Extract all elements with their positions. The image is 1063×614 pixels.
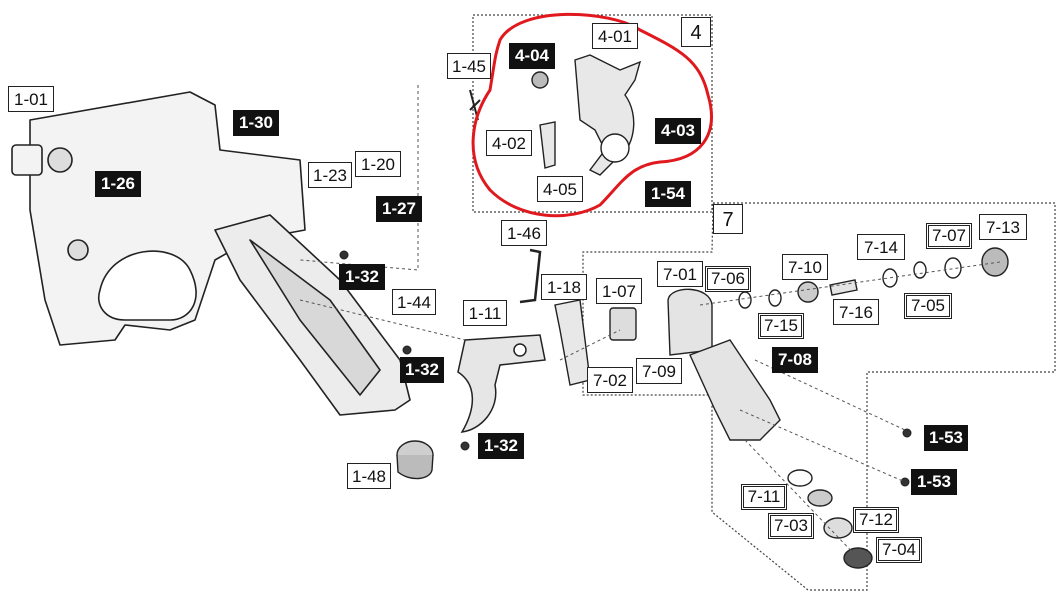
- hammer-assembly: [469, 54, 642, 176]
- grip-cap: [396, 440, 434, 480]
- part-label-7-14: 7-14: [857, 234, 905, 260]
- trigger-bar-part: [519, 248, 542, 304]
- part-label-7-02: 7-02: [587, 367, 633, 393]
- part-label-7-08: 7-08: [772, 347, 818, 373]
- part-label-1-30: 1-30: [233, 110, 279, 136]
- frame-body: [11, 91, 306, 346]
- part-label-7-12: 7-12: [853, 507, 899, 533]
- part-label-7-06: 7-06: [705, 266, 751, 292]
- part-label-1-32: 1-32: [478, 433, 524, 459]
- part-label-1-32: 1-32: [339, 264, 385, 290]
- group-7-boundary: [582, 202, 1056, 591]
- part-label-1-53: 1-53: [911, 469, 957, 495]
- part-label-1-20: 1-20: [355, 151, 401, 177]
- part-label-7-16: 7-16: [833, 299, 879, 325]
- part-label-1-44: 1-44: [392, 289, 436, 315]
- part-label-7-13: 7-13: [979, 214, 1027, 240]
- part-label-7-04: 7-04: [876, 537, 922, 563]
- part-label-1-53: 1-53: [924, 425, 968, 451]
- part-label-7-01: 7-01: [657, 261, 703, 287]
- screws: [339, 250, 912, 487]
- part-label-1-46: 1-46: [501, 220, 547, 246]
- part-label-1-01: 1-01: [8, 86, 54, 112]
- part-label-4-04: 4-04: [509, 43, 555, 69]
- highlight-outline: [471, 12, 713, 218]
- part-label-7-05: 7-05: [904, 293, 952, 319]
- part-label-1-32: 1-32: [400, 357, 444, 383]
- part-label-7-09: 7-09: [636, 358, 682, 384]
- part-label-4-05: 4-05: [537, 176, 583, 202]
- valve-assembly: [667, 247, 1009, 569]
- part-label-7-15: 7-15: [758, 313, 804, 339]
- part-label-4-02: 4-02: [486, 130, 532, 156]
- part-label-4-03: 4-03: [655, 118, 701, 144]
- part-label-1-54: 1-54: [645, 181, 691, 207]
- part-label-1-27: 1-27: [376, 196, 422, 222]
- part-label-7-03: 7-03: [768, 513, 814, 539]
- group-7-label: 7: [713, 204, 743, 234]
- part-label-1-11: 1-11: [463, 300, 507, 326]
- part-label-1-23: 1-23: [308, 162, 352, 188]
- part-label-1-26: 1-26: [95, 171, 141, 197]
- part-label-1-18: 1-18: [541, 274, 587, 300]
- part-label-7-07: 7-07: [926, 223, 972, 249]
- part-label-7-10: 7-10: [782, 254, 828, 280]
- trigger-part: [457, 334, 546, 433]
- assembly-lines: [299, 85, 1001, 559]
- part-label-1-07: 1-07: [596, 278, 642, 304]
- sear-part: [554, 299, 591, 386]
- part-label-1-45: 1-45: [447, 53, 491, 79]
- grip-housing: [214, 214, 411, 416]
- part-label-4-01: 4-01: [592, 23, 638, 49]
- part-label-1-48: 1-48: [347, 463, 391, 489]
- group-4-label: 4: [681, 17, 711, 47]
- part-label-7-11: 7-11: [741, 484, 787, 510]
- block-part: [609, 307, 637, 341]
